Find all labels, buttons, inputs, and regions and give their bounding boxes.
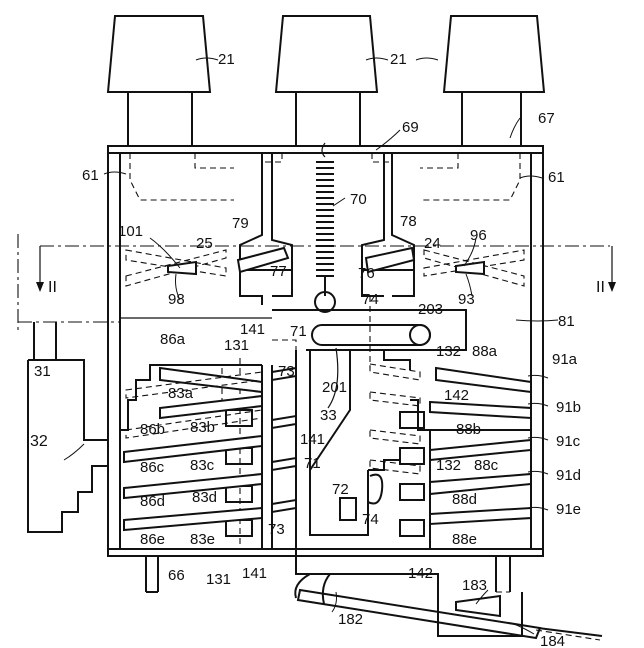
label-93: 93: [458, 291, 475, 308]
contact-lever-24: [423, 249, 525, 287]
bottom-linkage: [294, 549, 603, 641]
label-91b: 91b: [556, 399, 581, 416]
label-88b: 88b: [456, 421, 481, 438]
label-86e: 86e: [140, 531, 165, 548]
label-141-upper: 141: [240, 321, 265, 338]
label-67: 67: [538, 110, 555, 127]
label-141-lower: 141: [242, 565, 267, 582]
label-71-mid: 71: [304, 455, 321, 472]
label-86c: 86c: [140, 459, 165, 476]
label-86a: 86a: [160, 331, 186, 348]
label-70: 70: [350, 191, 367, 208]
label-78: 78: [400, 213, 417, 230]
label-66: 66: [168, 567, 185, 584]
label-91e: 91e: [556, 501, 581, 518]
right-contact-stack: [339, 296, 532, 549]
label-183: 183: [462, 577, 487, 594]
label-83d: 83d: [192, 489, 217, 506]
label-21-left: 21: [218, 51, 235, 68]
label-201: 201: [322, 379, 347, 396]
label-25: 25: [196, 235, 213, 252]
label-88a: 88a: [472, 343, 498, 360]
handle-center: [274, 15, 379, 146]
label-II-right: II: [596, 279, 605, 296]
handle-right: [442, 15, 546, 146]
label-91d: 91d: [556, 467, 581, 484]
cam-block-left: [236, 153, 293, 305]
label-98: 98: [168, 291, 185, 308]
label-91a: 91a: [552, 351, 578, 368]
label-31: 31: [34, 363, 51, 380]
label-33: 33: [320, 407, 337, 424]
label-86b: 86b: [140, 421, 165, 438]
label-142-lower: 142: [408, 565, 433, 582]
external-lever-32: [27, 322, 108, 533]
label-88e: 88e: [452, 531, 477, 548]
label-77: 77: [270, 263, 287, 280]
label-184: 184: [540, 633, 565, 648]
label-88d: 88d: [452, 491, 477, 508]
label-83a: 83a: [168, 385, 194, 402]
label-86d: 86d: [140, 493, 165, 510]
label-73-lower: 73: [268, 521, 285, 538]
label-73-upper: 73: [278, 363, 295, 380]
label-83e: 83e: [190, 531, 215, 548]
reference-labels: 21 21 67 69 61 61 70 101 25 79 78 24 96 …: [30, 51, 605, 648]
label-96: 96: [470, 227, 487, 244]
slider-plate: [120, 309, 467, 351]
label-II-left: II: [48, 279, 57, 296]
label-83b: 83b: [190, 419, 215, 436]
cam-block-right: [361, 153, 416, 297]
label-142-upper: 142: [444, 387, 469, 404]
label-91c: 91c: [556, 433, 581, 450]
label-88c: 88c: [474, 457, 499, 474]
label-72: 72: [332, 481, 349, 498]
label-132-upper: 132: [436, 343, 461, 360]
label-61-right: 61: [548, 169, 565, 186]
leader-lines: [63, 57, 559, 635]
label-132-mid: 132: [436, 457, 461, 474]
label-74-lower: 74: [362, 511, 379, 528]
label-61-left: 61: [82, 167, 99, 184]
label-131-lower: 131: [206, 571, 231, 588]
label-24: 24: [424, 235, 441, 252]
label-32: 32: [30, 433, 48, 450]
handle-left: [106, 15, 212, 146]
section-line: [17, 234, 616, 330]
label-131-upper: 131: [224, 337, 249, 354]
left-contact-stack: [120, 339, 297, 549]
label-76: 76: [358, 265, 375, 282]
label-79: 79: [232, 215, 249, 232]
label-141-mid: 141: [300, 431, 325, 448]
label-203: 203: [418, 301, 443, 318]
label-182: 182: [338, 611, 363, 628]
spring-70: [314, 142, 336, 313]
label-101: 101: [118, 223, 143, 240]
label-71-upper: 71: [290, 323, 307, 340]
label-21-center: 21: [390, 51, 407, 68]
label-69: 69: [402, 119, 419, 136]
contact-lever-25: [125, 249, 227, 287]
label-83c: 83c: [190, 457, 215, 474]
label-81: 81: [558, 313, 575, 330]
label-74-upper: 74: [362, 291, 379, 308]
